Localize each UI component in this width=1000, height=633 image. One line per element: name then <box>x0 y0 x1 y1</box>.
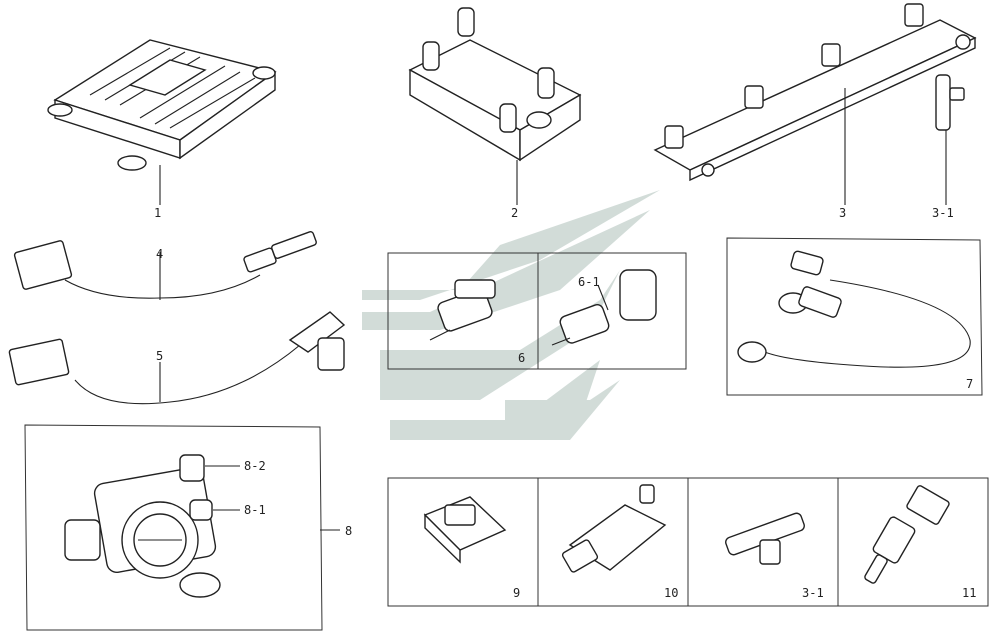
label-9: 9 <box>513 586 520 600</box>
label-3: 3 <box>839 206 846 220</box>
part-6-box <box>387 252 687 370</box>
label-10: 10 <box>664 586 678 600</box>
knock-sensor-part <box>737 250 971 368</box>
fuel-injector-part-bottom <box>725 512 805 565</box>
label-11: 11 <box>962 586 976 600</box>
throttle-body-part <box>64 454 221 598</box>
fuel-rail-part <box>653 3 977 205</box>
label-3-1-top: 3-1 <box>932 206 954 220</box>
pressure-sensor-part <box>561 484 667 573</box>
label-8-1: 8-1 <box>244 503 266 517</box>
ignition-coil-part <box>408 7 582 205</box>
fuel-injector-part-top <box>935 74 965 205</box>
ecu-part <box>47 39 277 205</box>
label-4: 4 <box>156 247 163 261</box>
coolant-temp-sensor-part <box>864 485 950 584</box>
label-5: 5 <box>156 349 163 363</box>
purge-valve-assembly-part <box>551 269 657 346</box>
oxygen-sensor-part <box>13 231 317 300</box>
map-sensor-part <box>423 496 507 564</box>
part-8-box <box>24 424 323 631</box>
label-8-2: 8-2 <box>244 459 266 473</box>
label-6-1: 6-1 <box>578 275 600 289</box>
part-7-box <box>726 237 983 396</box>
label-8: 8 <box>345 524 352 538</box>
purge-valve-part <box>429 279 496 341</box>
label-2: 2 <box>511 206 518 220</box>
position-sensor-part <box>8 311 346 405</box>
label-7: 7 <box>966 377 973 391</box>
label-6: 6 <box>518 351 525 365</box>
label-1: 1 <box>154 206 161 220</box>
watermark-logo <box>362 190 660 440</box>
label-3-1-bottom: 3-1 <box>802 586 824 600</box>
